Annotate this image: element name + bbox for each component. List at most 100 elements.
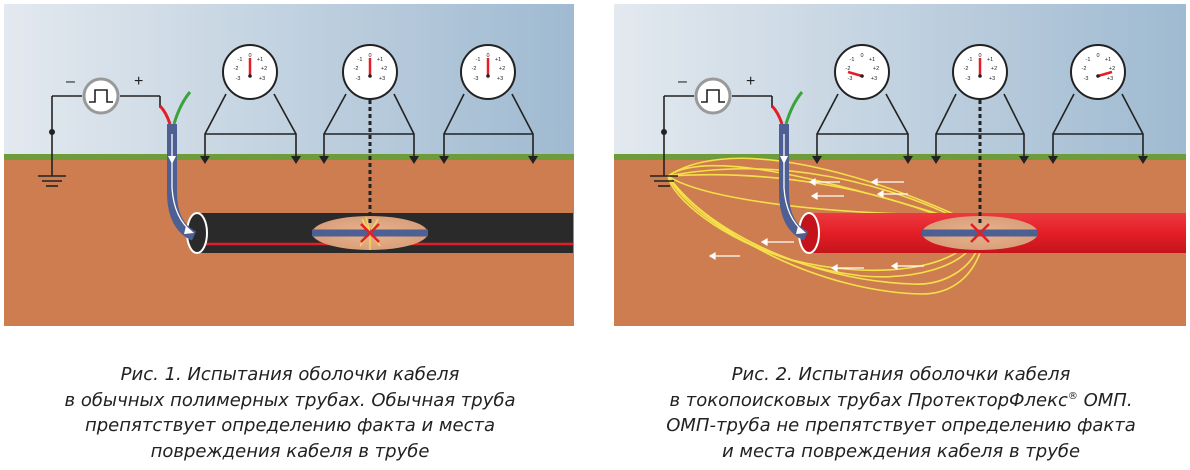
gauge-scale-label: -2 (234, 66, 239, 72)
probe-tip-icon (528, 156, 538, 164)
gauge-scale-label: +3 (871, 76, 877, 82)
junction-dot (661, 129, 667, 135)
probe-tip-icon (903, 156, 913, 164)
probe-tip-icon (1138, 156, 1148, 164)
voltmeter-3: 0+1+2+3-1-2-3 (1048, 44, 1148, 164)
gauge-scale-label: +2 (873, 66, 879, 72)
gauge-scale-label: -3 (1084, 76, 1089, 82)
caption-line: препятствует определению факта и места (84, 415, 495, 436)
probe-tip-icon (200, 156, 210, 164)
current-arrowhead (184, 226, 194, 234)
gauge-scale-label: +1 (495, 57, 501, 63)
gauge-pivot (486, 74, 490, 78)
gauge-needle (1097, 70, 1113, 78)
gauge-scale-label: +3 (259, 76, 265, 82)
gauge-scale-label: +1 (257, 57, 263, 63)
gauge-scale-label: -1 (476, 57, 481, 63)
gauge-scale-label: -2 (846, 66, 851, 72)
diagram-figure-1: – + 0 +1 +2 +3 -1 -2 -3 0 +1 +2 +3 -1 -2 -3 0 +1 (4, 4, 574, 326)
red-wire (158, 104, 172, 125)
current-arrowhead (796, 226, 806, 234)
current-arrowhead (780, 156, 788, 164)
grass-line (4, 154, 574, 160)
probe-tip-icon (931, 156, 941, 164)
minus-label: – (66, 73, 75, 90)
gauge-scale-label: 0 (248, 53, 251, 59)
gauge-scale-label: +1 (1105, 57, 1111, 63)
gauge-scale-label: -1 (238, 57, 243, 63)
gauge-scale-label: +3 (1107, 76, 1113, 82)
gauge-scale-label: -1 (850, 57, 855, 63)
grass-line (614, 154, 1186, 160)
figure-2: – + 0 +1 +2 +3 -1 -2 -3 0 +1 +2 +3 -1 -2 -3 0 +1 +2 +3 -… (612, 0, 1190, 470)
caption-text: в токопоисковых трубах ПротекторФлекс (669, 389, 1068, 411)
gauge-scale-label: +1 (377, 57, 383, 63)
figure-2-caption: Рис. 2. Испытания оболочки кабеля в токо… (612, 362, 1190, 464)
registered-mark: ® (1067, 390, 1078, 402)
figure-1-caption: Рис. 1. Испытания оболочки кабеля в обыч… (0, 362, 580, 464)
gauge-pivot (368, 74, 372, 78)
gauge-scale-label: -2 (354, 66, 359, 72)
gauge-needle (847, 70, 863, 78)
gauge-scale-label: +1 (987, 57, 993, 63)
green-wire (172, 91, 192, 125)
gauge-scale-label: -3 (848, 76, 853, 82)
gauge-scale-label: +3 (497, 76, 503, 82)
gauge-scale-label: -3 (356, 76, 361, 82)
probe-tip-icon (1019, 156, 1029, 164)
gauge-dial (1070, 44, 1126, 100)
ground-icon (650, 95, 773, 187)
caption-line: Рис. 2. Испытания оболочки кабеля (731, 364, 1071, 385)
gauge-scale-label: -3 (236, 76, 241, 82)
pulse-generator-icon (82, 77, 120, 115)
fault-cross-icon (970, 223, 990, 243)
fault-cross-icon (360, 223, 380, 243)
gauge-scale-label: -2 (964, 66, 969, 72)
current-direction-arrows (708, 177, 924, 273)
voltmeter-2: 0 +1 +2 +3 -1 -2 -3 (931, 44, 1029, 164)
gauge-scale-label: -3 (966, 76, 971, 82)
gauge-scale-label: -2 (1082, 66, 1087, 72)
gauge-scale-label: +2 (381, 66, 387, 72)
probe-tip-icon (812, 156, 822, 164)
red-wire (770, 104, 784, 125)
probe-tip-icon (409, 156, 419, 164)
gauge-scale-label: 0 (368, 53, 371, 59)
gauge-scale-label: -1 (968, 57, 973, 63)
gauge-pivot (860, 74, 864, 78)
current-arrowhead (168, 156, 176, 164)
diagram-figure-2: – + 0 +1 +2 +3 -1 -2 -3 0 +1 +2 +3 -1 -2 -3 0 +1 +2 +3 -… (614, 4, 1186, 326)
junction-dot (49, 129, 55, 135)
gauge-scale-label: +2 (499, 66, 505, 72)
gauge-scale-label: 0 (1096, 53, 1099, 59)
probe-tip-icon (439, 156, 449, 164)
caption-line: ОМП-труба не препятствует определению фа… (666, 415, 1136, 436)
minus-label: – (678, 73, 687, 90)
gauge-scale-label: -2 (472, 66, 477, 72)
pulse-generator-icon (694, 77, 732, 115)
voltmeter-3: 0 +1 +2 +3 -1 -2 -3 (439, 44, 538, 164)
gauge-scale-label: +2 (991, 66, 997, 72)
gauge-scale-label: -1 (358, 57, 363, 63)
gauge-pivot (1096, 74, 1100, 78)
gauge-scale-label: -1 (1086, 57, 1091, 63)
caption-line: повреждения кабеля в трубе (150, 440, 430, 462)
caption-text: ОМП. (1077, 389, 1133, 411)
probe-tip-icon (291, 156, 301, 164)
voltmeter-2: 0+1+2+3-1-2-3 (319, 44, 419, 164)
probe-tip-icon (1048, 156, 1058, 164)
gauge-scale-label: 0 (486, 53, 489, 59)
gauge-scale-label: -3 (474, 76, 479, 82)
voltmeter-1: 0+1+2+3-1-2-3 (812, 44, 913, 164)
caption-line: в обычных полимерных трубах. Обычная тру… (64, 389, 516, 411)
figure-1: – + 0 +1 +2 +3 -1 -2 -3 0 +1 +2 +3 -1 -2 -3 0 +1 (0, 0, 580, 470)
gauge-scale-label: 0 (978, 53, 981, 59)
green-wire (784, 91, 804, 125)
plus-label: + (134, 73, 143, 90)
gauge-scale-label: +2 (261, 66, 267, 72)
gauge-scale-label: 0 (860, 53, 863, 59)
gauge-scale-label: +3 (989, 76, 995, 82)
probe-tip-icon (319, 156, 329, 164)
gauge-dial (834, 44, 890, 100)
plus-label: + (746, 73, 755, 90)
